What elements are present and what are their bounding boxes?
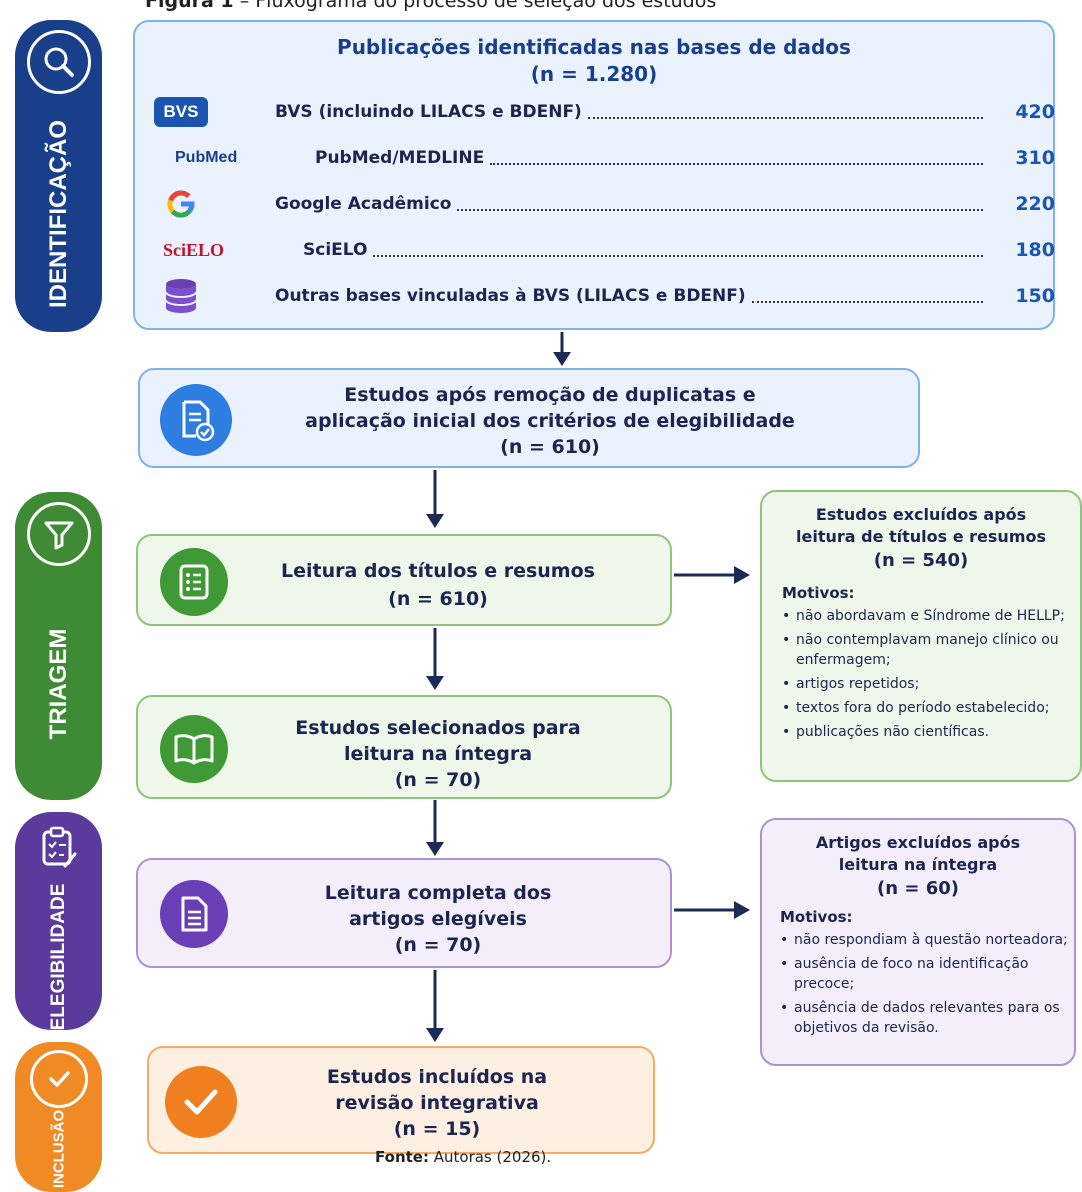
source-name: BVS (incluindo LILACS e BDENF) [275, 102, 582, 122]
identification-count: (n = 1.280) [530, 62, 658, 86]
screening-count: (n = 610) [388, 588, 488, 610]
source-note: Fonte: Autoras (2026). [375, 1148, 675, 1166]
excluded-screening-line1: Estudos excluídos após [815, 505, 1027, 524]
source-count: 180 [1015, 239, 1055, 261]
source-count: 420 [1015, 101, 1055, 123]
checklist-icon [160, 548, 228, 616]
eligibility-line2: artigos elegíveis [349, 908, 527, 930]
scielo-logo: SciELO [163, 239, 225, 260]
leader-dots [587, 105, 983, 119]
stage-inclusao: INCLUSÃO [15, 1042, 102, 1192]
source-name: SciELO [303, 240, 368, 260]
stage-identificacao: IDENTIFICAÇÃO [15, 20, 102, 332]
arrow-3-head [426, 676, 444, 690]
arrow-5-head [426, 1028, 444, 1042]
pubmed-logo: PubMed [175, 149, 238, 166]
bvs-logo: BVS [135, 97, 227, 127]
list-item: não contemplavam manejo clínico ou enfer… [780, 630, 1072, 670]
excluded-fulltext-reasons: não respondiam à questão norteadora; aus… [778, 930, 1068, 1042]
excluded-screening-reasons: não abordavam e Síndrome de HELLP; não c… [780, 606, 1072, 746]
source-count: 150 [1015, 285, 1055, 307]
list-item: não abordavam e Síndrome de HELLP; [780, 606, 1072, 626]
excluded-fulltext-count: (n = 60) [877, 878, 959, 899]
excluded-fulltext-box: Artigos excluídos após leitura na íntegr… [760, 818, 1076, 1066]
identification-title: Publicações identificadas nas bases de d… [337, 35, 851, 59]
database-icon [135, 277, 227, 315]
arrow-1-head [553, 352, 571, 366]
included-count: (n = 15) [393, 1118, 481, 1140]
checkmark-circle-icon [29, 1050, 88, 1108]
source-row-outras: Outras bases vinculadas à BVS (LILACS e … [135, 278, 1055, 314]
selected-line2: leitura na íntegra [343, 743, 533, 765]
included-box: Estudos incluídos na revisão integrativa… [147, 1046, 655, 1154]
arrow-exclude-1-head [734, 566, 750, 584]
identification-box: Publicações identificadas nas bases de d… [133, 20, 1055, 330]
selected-count: (n = 70) [394, 769, 482, 791]
google-g-icon [135, 189, 227, 219]
source-text: Autoras (2026). [428, 1148, 552, 1166]
figure-label: Figura 1 [145, 0, 234, 12]
stage-elegibilidade: ELEGIBILIDADE [15, 812, 102, 1030]
excluded-fulltext-line1: Artigos excluídos após [815, 833, 1021, 852]
included-line1: Estudos incluídos na [326, 1066, 548, 1088]
open-book-icon [160, 715, 228, 783]
funnel-icon [26, 502, 91, 566]
duplicates-line1: Estudos após remoção de duplicatas e [344, 384, 756, 406]
leader-dots [490, 151, 983, 165]
source-name: PubMed/MEDLINE [315, 148, 485, 168]
list-item: ausência de dados relevantes para os obj… [778, 998, 1068, 1038]
excluded-fulltext-line2: leitura na íntegra [838, 855, 998, 874]
screening-title: Leitura dos títulos e resumos [281, 560, 595, 582]
list-item: ausência de foco na identificação precoc… [778, 954, 1068, 994]
duplicates-box: Estudos após remoção de duplicatas e apl… [138, 368, 920, 468]
document-check-icon [160, 384, 232, 456]
leader-dots [457, 197, 983, 211]
excluded-screening-box: Estudos excluídos após leitura de título… [760, 490, 1082, 782]
stage-triagem: TRIAGEM [15, 492, 102, 800]
eligibility-count: (n = 70) [394, 934, 482, 956]
source-row-scielo: SciELO SciELO 180 [135, 232, 1055, 268]
duplicates-count: (n = 610) [500, 436, 600, 458]
excluded-screening-count: (n = 540) [873, 550, 969, 571]
list-item: publicações não científicas. [780, 722, 1072, 742]
leader-dots [751, 289, 983, 303]
source-name: Google Acadêmico [275, 194, 452, 214]
source-name: Outras bases vinculadas à BVS (LILACS e … [275, 286, 746, 306]
source-row-google: Google Acadêmico 220 [135, 186, 1055, 222]
arrow-4-head [426, 842, 444, 856]
arrow-2-head [426, 514, 444, 528]
screening-box: Leitura dos títulos e resumos (n = 610) [136, 534, 672, 626]
source-count: 220 [1015, 193, 1055, 215]
selected-box: Estudos selecionados para leitura na ínt… [136, 695, 672, 799]
list-item: textos fora do período estabelecido; [780, 698, 1072, 718]
included-line2: revisão integrativa [335, 1092, 539, 1114]
excluded-screening-line2: leitura de títulos e resumos [796, 527, 1046, 546]
eligibility-box: Leitura completa dos artigos elegíveis (… [136, 858, 672, 968]
document-icon [160, 880, 228, 948]
list-item: não respondiam à questão norteadora; [778, 930, 1068, 950]
source-count: 310 [1015, 147, 1055, 169]
source-row-bvs: BVS BVS (incluindo LILACS e BDENF) 420 [135, 94, 1055, 130]
figure-caption-text: – Fluxograma do processo de seleção dos … [233, 0, 717, 12]
excluded-screening-motivos: Motivos: [782, 584, 855, 602]
clipboard-check-icon [33, 822, 85, 874]
list-item: artigos repetidos; [780, 674, 1072, 694]
arrow-exclude-2-head [734, 901, 750, 919]
eligibility-line1: Leitura completa dos [324, 882, 552, 904]
selected-line1: Estudos selecionados para [295, 717, 581, 739]
source-label: Fonte: [375, 1148, 429, 1166]
figure-caption: Figura 1 – Fluxograma do processo de sel… [145, 0, 945, 14]
magnifier-icon [26, 30, 91, 94]
excluded-fulltext-motivos: Motivos: [780, 908, 853, 926]
checkmark-icon [165, 1066, 237, 1138]
duplicates-line2: aplicação inicial dos critérios de elegi… [305, 410, 795, 432]
leader-dots [373, 243, 983, 257]
source-row-pubmed: PubMed PubMed/MEDLINE 310 [135, 140, 1055, 176]
